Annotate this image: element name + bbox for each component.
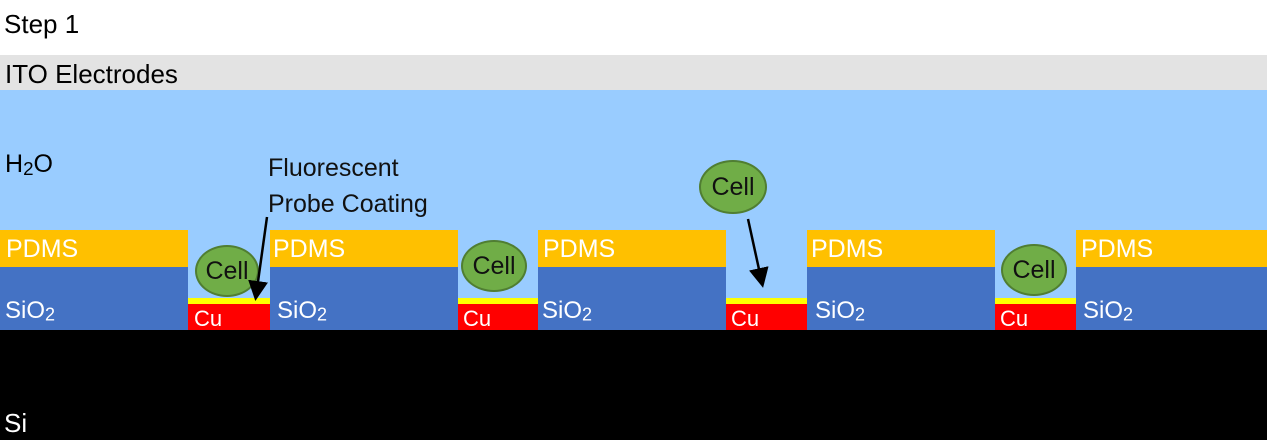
probe-coating-3 [726, 298, 807, 304]
pdms-label-3: PDMS [543, 235, 616, 263]
sio2-layer-3 [538, 267, 726, 330]
probe-coating-2 [458, 298, 538, 304]
sio2-layer-4 [807, 267, 995, 330]
si-label: Si [4, 408, 28, 438]
step-title: Step 1 [4, 9, 80, 39]
sio2-label-3: SiO2 [542, 297, 593, 325]
cu-electrode-4 [995, 304, 1076, 330]
cell-label-3: Cell [711, 172, 755, 201]
cu-label-1: Cu [194, 306, 223, 331]
cell-3: Cell [699, 160, 767, 214]
sio2-label-4: SiO2 [815, 297, 866, 325]
pdms-layer-4 [807, 230, 995, 267]
cu-label-2: Cu [463, 306, 492, 331]
pdms-label-1: PDMS [6, 235, 79, 263]
ito-label: ITO Electrodes [5, 59, 178, 89]
pdms-layer-1 [0, 230, 188, 267]
sio2-layer-2 [270, 267, 458, 330]
pdms-label-4: PDMS [811, 235, 884, 263]
si-substrate [0, 330, 1267, 440]
pdms-layer-3 [538, 230, 726, 267]
cu-label-3: Cu [731, 306, 760, 331]
sio2-label-1: SiO2 [5, 297, 56, 325]
pdms-layer-5 [1076, 230, 1267, 267]
ito-electrode-layer [0, 55, 1267, 90]
cu-electrode-1 [188, 304, 270, 330]
cell-label-1: Cell [205, 256, 249, 285]
pdms-label-2: PDMS [273, 235, 346, 263]
probe-annotation-line-2: Probe Coating [268, 190, 428, 218]
cell-1: Cell [195, 245, 259, 297]
cell-2: Cell [461, 240, 527, 292]
cu-electrode-3 [726, 304, 807, 330]
probe-coating-4 [995, 298, 1076, 304]
pdms-layer-2 [270, 230, 458, 267]
cu-electrode-2 [458, 304, 538, 330]
probe-coating-1 [188, 298, 270, 304]
water-label: H2O [5, 150, 53, 179]
cell-4: Cell [1001, 244, 1067, 296]
probe-annotation-line-1: Fluorescent [268, 154, 399, 182]
sio2-label-2: SiO2 [277, 297, 328, 325]
sio2-layer-5 [1076, 267, 1267, 330]
sio2-label-5: SiO2 [1083, 297, 1134, 325]
sio2-layer-1 [0, 267, 188, 330]
cu-label-4: Cu [1000, 306, 1029, 331]
pdms-label-5: PDMS [1081, 235, 1154, 263]
cell-label-4: Cell [1012, 255, 1056, 284]
cell-label-2: Cell [472, 251, 516, 280]
